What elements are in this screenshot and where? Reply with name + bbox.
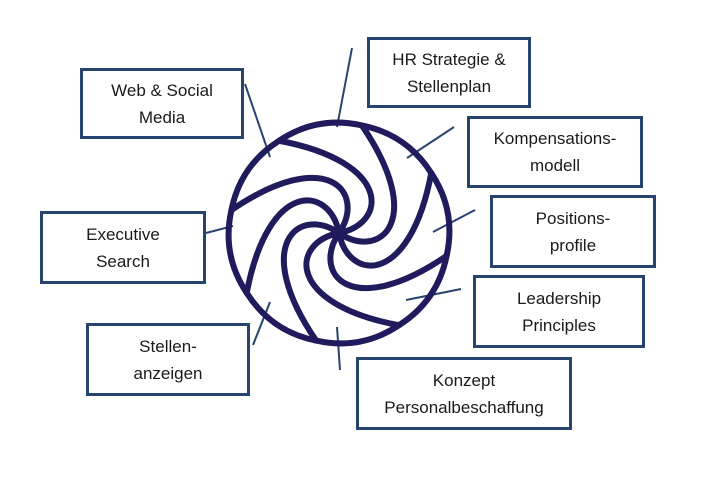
flower-outer-arc — [313, 322, 402, 347]
stellenanzeigen-line2: anzeigen — [133, 363, 203, 383]
flower-outer-arc — [243, 289, 320, 344]
flower-petal-curve — [336, 170, 435, 269]
web-social-line2: Media — [138, 107, 186, 127]
kompensationsmodell-box: Kompensations- modell — [467, 116, 643, 188]
web-social-media-box: Web & Social Media — [80, 68, 244, 139]
flower-outer-arc — [358, 122, 435, 177]
connector-line — [336, 47, 353, 128]
positionsprofile-box: Positions- profile — [490, 195, 656, 268]
flower-outer-arc — [225, 207, 250, 296]
leadership-line2: Principles — [522, 315, 596, 335]
flower-outer-arc — [428, 170, 453, 259]
connector-line — [336, 326, 341, 371]
flower-outer-arc — [395, 252, 450, 329]
flower-petal-curve — [303, 230, 402, 329]
flower-petal-curve — [276, 137, 375, 236]
stellenanzeigen-line1: Stellen- — [139, 336, 197, 356]
kompensation-line2: modell — [529, 156, 581, 175]
konzept-personalbeschaffung-box: Konzept Personalbeschaffung — [356, 357, 572, 430]
kompensation-line1: Kompensations- — [493, 129, 617, 148]
web-social-line1: Web & Social — [111, 80, 213, 100]
flower-petal-curve — [243, 197, 342, 296]
flower-petal-curve — [327, 230, 450, 292]
flower-petal-curve — [336, 122, 398, 245]
connector-line — [432, 209, 476, 233]
executive-line2: Search — [96, 251, 150, 271]
flower-petal-curve — [228, 174, 351, 236]
connector-line — [244, 83, 271, 158]
flower-petal-curve — [280, 221, 342, 344]
executive-search-box: Executive Search — [40, 211, 206, 284]
leadership-principles-box: Leadership Principles — [473, 275, 645, 348]
positions-line1: Positions- — [535, 208, 611, 228]
flower-outer-arc — [228, 137, 283, 214]
hr-strategie-box: HR Strategie & Stellenplan — [367, 37, 531, 108]
positions-line2: profile — [549, 235, 597, 255]
connector-line — [252, 301, 271, 346]
hr-strategie-line2: Stellenplan — [406, 76, 492, 96]
flower-outer-arc — [276, 119, 365, 144]
konzept-line1: Konzept — [432, 370, 496, 390]
hr-strategie-line1: HR Strategie & — [392, 49, 506, 69]
spiral-flower-icon — [225, 119, 453, 347]
konzept-line2: Personalbeschaffung — [384, 397, 544, 417]
leadership-line1: Leadership — [516, 288, 602, 308]
executive-line1: Executive — [86, 224, 160, 244]
stellenanzeigen-box: Stellen- anzeigen — [86, 323, 250, 396]
